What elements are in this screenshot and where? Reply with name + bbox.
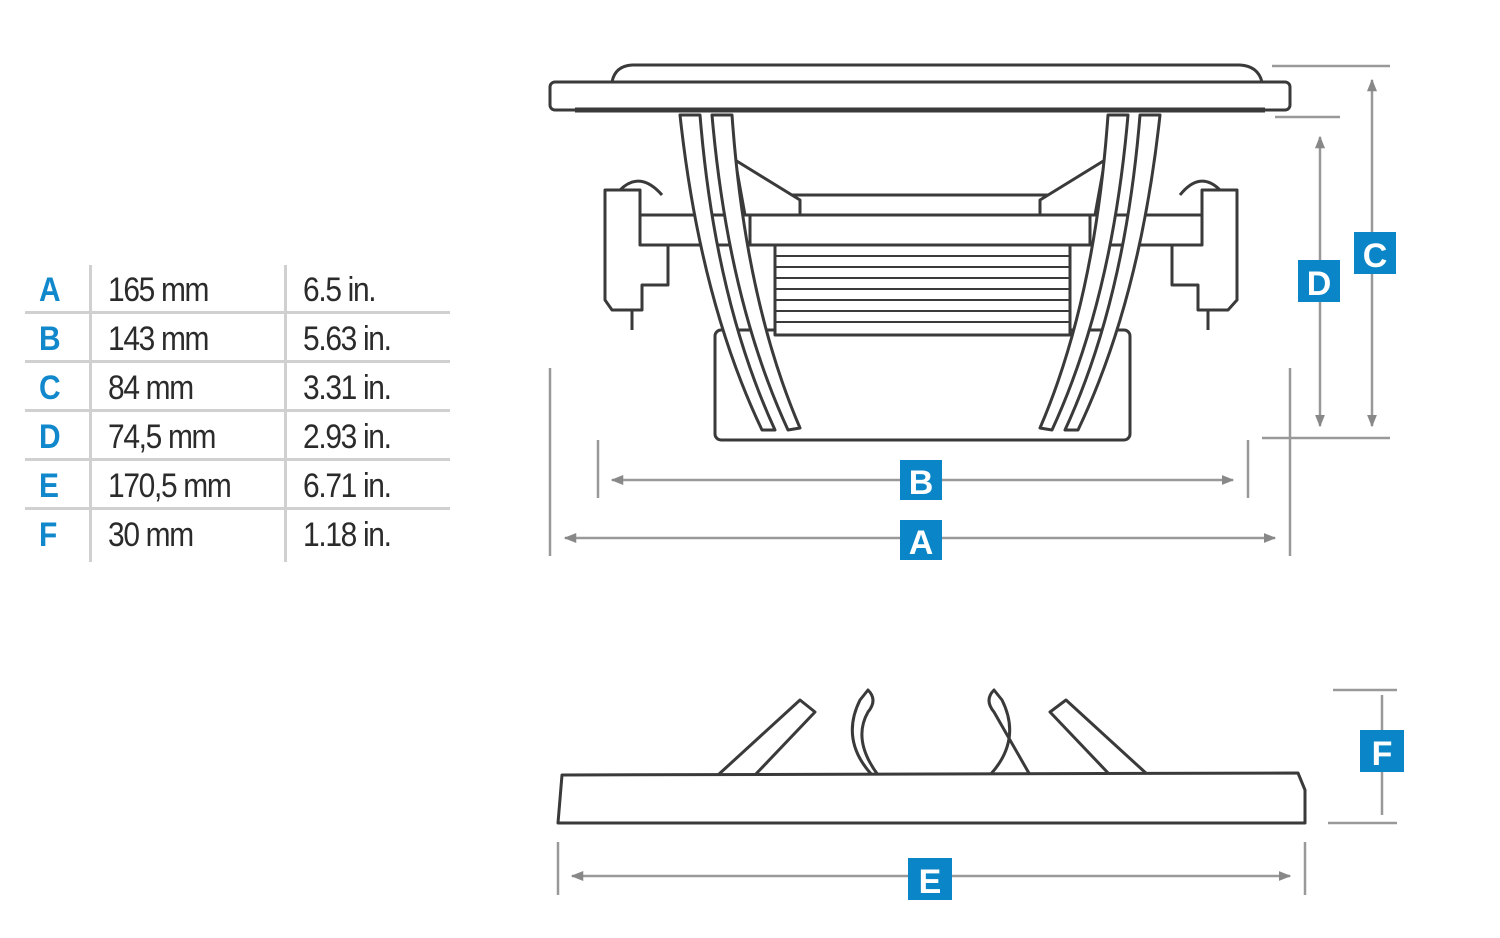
dimension-inch: 2.93 in.: [303, 418, 392, 456]
dimension-mm: 170,5 mm: [108, 467, 232, 505]
dimension-table: A 165 mm 6.5 in. B 143 mm 5.63 in. C 84 mm 3.3…: [25, 265, 450, 559]
dimension-inch: 5.63 in.: [303, 320, 392, 358]
dimension-label-e: E: [908, 858, 952, 901]
table-row: C 84 mm 3.31 in.: [25, 363, 450, 412]
dimension-letter: D: [39, 418, 61, 456]
dimension-mm: 165 mm: [108, 271, 209, 309]
dimension-inch: 1.18 in.: [303, 516, 392, 554]
speaker-side-view: [548, 63, 1292, 442]
dimension-mm: 30 mm: [108, 516, 194, 554]
column-divider: [89, 265, 92, 562]
dimension-letter: A: [39, 271, 61, 309]
dimension-letter: B: [39, 320, 61, 358]
column-divider: [284, 265, 287, 562]
dimension-label-f: F: [1360, 730, 1404, 773]
dimension-letter: C: [39, 369, 61, 407]
table-row: A 165 mm 6.5 in.: [25, 265, 450, 314]
dimension-inch: 3.31 in.: [303, 369, 392, 407]
dimension-letter: F: [39, 516, 57, 554]
table-row: B 143 mm 5.63 in.: [25, 314, 450, 363]
svg-text:F: F: [1372, 735, 1393, 773]
dimension-inch: 6.71 in.: [303, 467, 392, 505]
table-row: D 74,5 mm 2.93 in.: [25, 412, 450, 461]
dimension-label-b: B: [900, 460, 942, 502]
dimension-lines: [548, 64, 1397, 895]
table-row: E 170,5 mm 6.71 in.: [25, 461, 450, 510]
dimension-mm: 74,5 mm: [108, 418, 216, 456]
svg-text:A: A: [909, 524, 934, 562]
svg-text:D: D: [1307, 265, 1332, 303]
dimension-label-a: A: [900, 520, 942, 562]
dimension-inch: 6.5 in.: [303, 271, 377, 309]
grille-side-view: [556, 688, 1307, 825]
dimension-label-d: D: [1298, 260, 1340, 303]
svg-text:B: B: [909, 464, 934, 502]
svg-text:C: C: [1363, 237, 1388, 275]
svg-text:E: E: [919, 863, 942, 901]
dimension-mm: 84 mm: [108, 369, 194, 407]
dimension-mm: 143 mm: [108, 320, 209, 358]
dimension-label-c: C: [1354, 232, 1396, 275]
table-row: F 30 mm 1.18 in.: [25, 510, 450, 559]
dimension-letter: E: [39, 467, 59, 505]
